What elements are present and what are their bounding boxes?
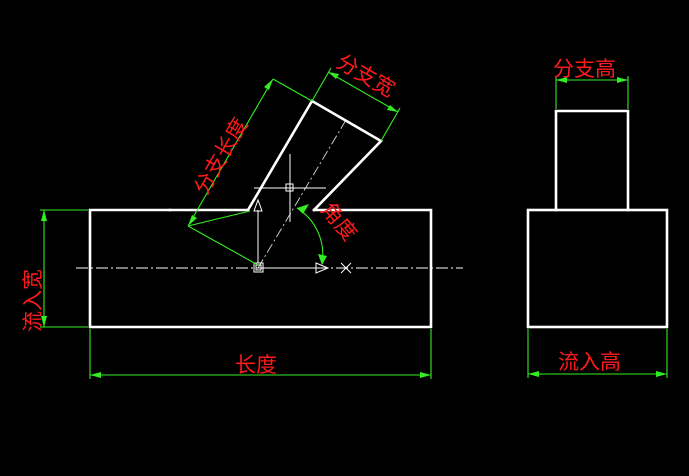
cursor-crosshair — [254, 154, 326, 222]
length-label: 长度 — [235, 353, 277, 377]
side-view: 分支高 流入高 — [526, 57, 669, 378]
main-pipe-outline — [88, 208, 433, 329]
ucs-icon — [253, 198, 330, 274]
inflow-height-dimension — [527, 329, 668, 378]
snap-x-mark — [340, 262, 352, 274]
front-view: 分支宽 分支长度 角度 流入宽 长度 — [21, 50, 463, 379]
branch-length-label: 分支长度 — [190, 114, 253, 199]
side-branch-rect — [554, 109, 630, 212]
branch-height-label: 分支高 — [553, 57, 616, 81]
branch-center-line — [257, 119, 347, 269]
length-dimension — [89, 329, 432, 379]
angle-arrow-top — [297, 204, 309, 214]
side-inflow-rect — [526, 208, 669, 329]
branch-width-dimension — [311, 67, 401, 142]
branch-length-dimension — [187, 78, 313, 266]
branch-height-dimension — [555, 76, 629, 109]
angle-label: 角度 — [316, 198, 361, 246]
inflow-width-label: 流入宽 — [21, 269, 45, 332]
angle-arrow-bottom — [318, 254, 327, 265]
branch-outline — [246, 99, 384, 212]
inflow-width-dimension — [40, 209, 88, 328]
inflow-height-label: 流入高 — [558, 350, 621, 374]
